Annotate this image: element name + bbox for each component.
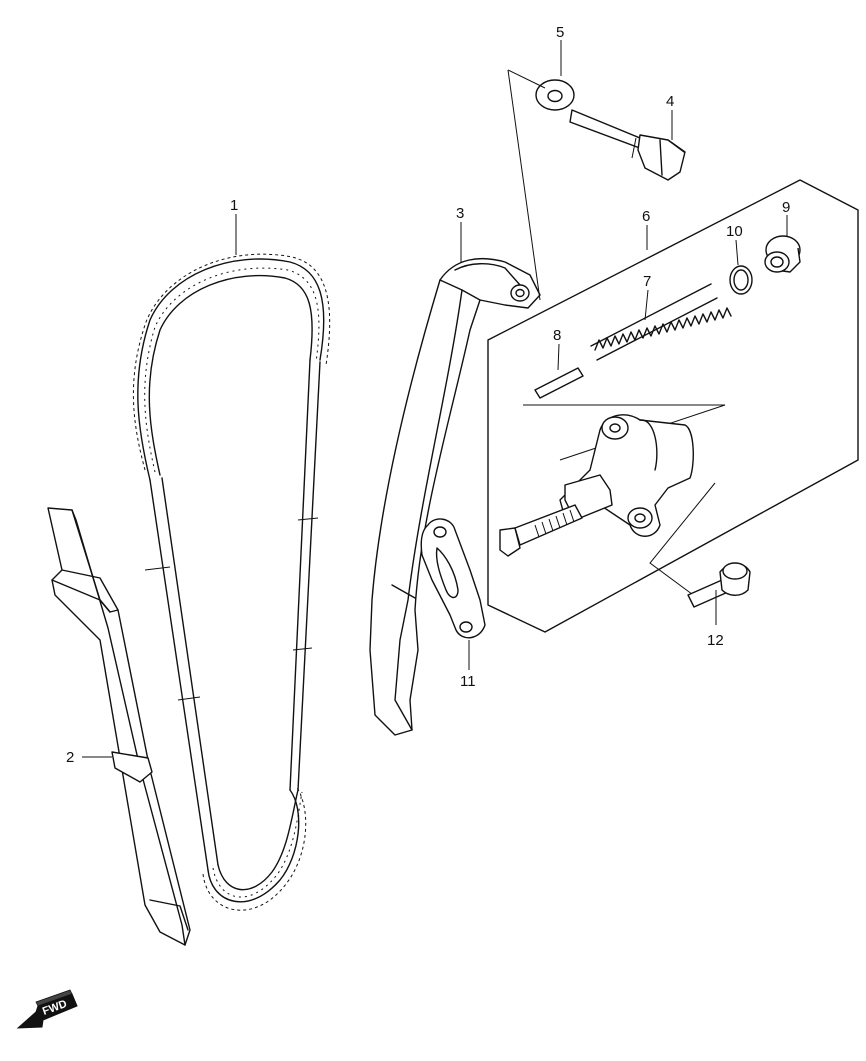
callout-leaders [82, 40, 788, 758]
callout-6: 6 [642, 208, 650, 225]
callout-11: 11 [460, 673, 476, 690]
o-ring [729, 265, 753, 295]
callout-12: 12 [707, 632, 724, 649]
mounting-bolt [687, 562, 751, 608]
pivot-bolt [569, 109, 686, 181]
fwd-direction-badge: FWD [16, 989, 78, 1029]
callout-9: 9 [782, 199, 790, 216]
tensioner-assembly-box [487, 179, 859, 633]
chain-tensioner-arm [369, 257, 541, 736]
callout-labels: 1 2 3 4 5 6 7 8 9 10 11 12 [66, 24, 790, 766]
assembly-leader-lines [507, 69, 546, 301]
callout-2: 2 [66, 749, 74, 766]
gasket [420, 518, 486, 639]
forward-arrow-icon [16, 989, 78, 1029]
tensioner-spring [590, 283, 732, 361]
washer [535, 79, 575, 111]
callout-4: 4 [666, 93, 674, 110]
callout-3: 3 [456, 205, 464, 222]
cap-bolt [764, 235, 801, 273]
chain-guide [47, 507, 191, 946]
cam-chain [132, 253, 331, 911]
callout-7: 7 [643, 273, 651, 290]
callout-1: 1 [230, 197, 238, 214]
callout-10: 10 [726, 223, 743, 240]
callout-5: 5 [556, 24, 564, 41]
pin [534, 367, 584, 399]
callout-8: 8 [553, 327, 561, 344]
tensioner-body [499, 414, 694, 557]
